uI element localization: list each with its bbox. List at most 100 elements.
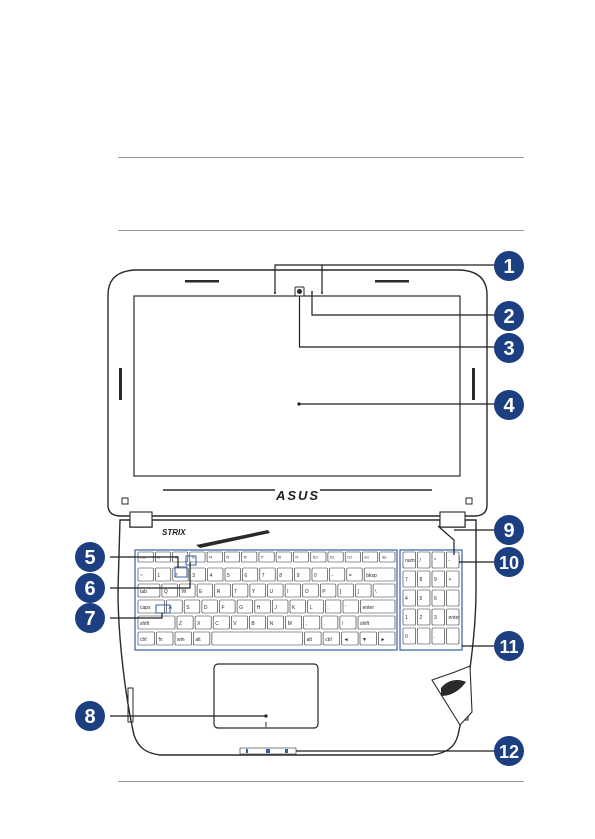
numpad-key-label: 3 (434, 615, 437, 621)
key-label: I (287, 589, 288, 595)
numpad-key: num (403, 552, 416, 568)
key-label: 0 (314, 573, 317, 579)
callout-1: 1 (494, 251, 524, 281)
lid-side-mark-right (472, 368, 475, 400)
key-label: 6 (244, 573, 247, 579)
numpad-key: / (418, 552, 431, 568)
lid-vent-left (185, 280, 219, 283)
key: ] (356, 584, 372, 597)
callout-number: 8 (84, 706, 95, 728)
key-label: ctrl (325, 637, 332, 643)
numpad-key: 7 (403, 571, 416, 587)
key: f8 (276, 552, 291, 562)
key-label: ' (345, 605, 346, 611)
numpad-key-label: 1 (405, 615, 408, 621)
numpad-key-label: . (434, 634, 435, 640)
key-label: f10 (313, 556, 318, 560)
key-label: O (305, 589, 309, 595)
key-label: 7 (262, 573, 265, 579)
key: ctrl (323, 632, 340, 645)
key-label: 4 (210, 573, 213, 579)
key-label: win (177, 637, 185, 643)
key: 3 (190, 568, 205, 581)
key: win (175, 632, 192, 645)
key: Y (250, 584, 266, 597)
numpad-key-label: 2 (420, 615, 423, 621)
key: T (232, 584, 248, 597)
power-indicator-icon (246, 749, 248, 753)
key-label: shift (140, 621, 150, 627)
display-panel (134, 296, 460, 476)
key: enter (361, 600, 395, 613)
callout-2: 2 (494, 301, 524, 331)
key-label: G (239, 605, 243, 611)
key: 6 (242, 568, 257, 581)
key: bksp (364, 568, 395, 581)
key: 0 (312, 568, 327, 581)
key-label: alt (307, 637, 313, 643)
callout-number: 10 (499, 553, 519, 573)
key: f11 (328, 552, 343, 562)
key-label: ; (327, 605, 328, 611)
key-label: alt (195, 637, 201, 643)
key-label: ctrl (140, 637, 147, 643)
key-label: f6 (244, 556, 247, 560)
numpad-key: 0 (403, 628, 416, 644)
key: Q (162, 584, 178, 597)
key-label: . (324, 621, 325, 627)
callout-number: 12 (499, 742, 519, 762)
numpad-key-label: 6 (434, 596, 437, 602)
key: 9 (295, 568, 310, 581)
key: = (347, 568, 362, 581)
key: X (195, 616, 211, 629)
key: fn (157, 632, 174, 645)
key-label: ► (381, 637, 386, 643)
key-label: M (288, 621, 292, 627)
numpad-key-label: + (449, 577, 452, 583)
key-label: N (270, 621, 274, 627)
key: . (322, 616, 338, 629)
key: 1 (155, 568, 170, 581)
key: caps (138, 600, 165, 613)
callout-5: 5 (75, 542, 105, 572)
battery-indicator-icon (266, 749, 270, 753)
key: H (255, 600, 271, 613)
callout-8: 8 (75, 701, 105, 731)
numpad-key: 5 (418, 590, 431, 606)
key-label: f5 (226, 556, 229, 560)
callout-7: 7 (75, 603, 105, 633)
storage-indicator-icon (285, 749, 288, 753)
numpad-key (418, 628, 431, 644)
key-label: caps (140, 605, 151, 611)
numpad-key: 4 (403, 590, 416, 606)
numpad-key: * (432, 552, 445, 568)
key-label: f7 (261, 556, 264, 560)
numpad-key (447, 590, 460, 606)
lid-side-mark-left (119, 368, 122, 400)
key: ins (363, 552, 378, 562)
numpad-key-label: 8 (420, 577, 423, 583)
key: U (268, 584, 284, 597)
key-label: Q (164, 589, 168, 595)
key: , (304, 616, 320, 629)
key-label: D (204, 605, 208, 611)
callout-4: 4 (494, 390, 524, 420)
callout-number: 4 (503, 395, 515, 417)
asus-logo: ASUS (275, 488, 320, 503)
key-label: ◄ (344, 637, 349, 643)
key: E (197, 584, 213, 597)
key: 5 (225, 568, 240, 581)
key-label: f11 (330, 556, 335, 560)
key-label: T (234, 589, 237, 595)
key: / (340, 616, 356, 629)
key-label: del (382, 556, 387, 560)
hinge-right (440, 512, 465, 527)
callout-number: 11 (499, 637, 518, 657)
key: alt (305, 632, 322, 645)
key-label: L (310, 605, 313, 611)
key: W (180, 584, 196, 597)
numpad-key: 9 (432, 571, 445, 587)
numpad-key-label: 0 (405, 634, 408, 640)
callout-9: 9 (494, 515, 524, 545)
